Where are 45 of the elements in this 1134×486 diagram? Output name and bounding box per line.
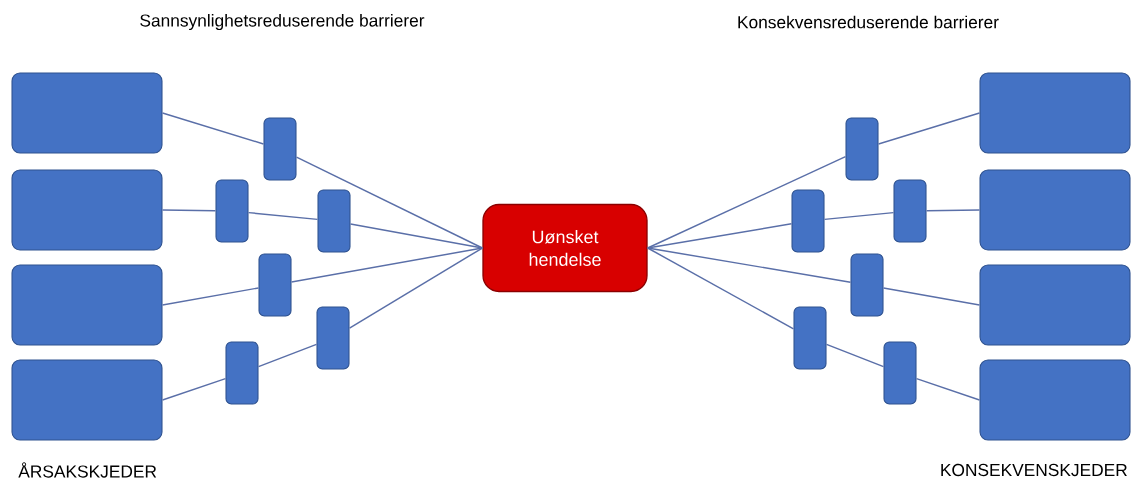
barrier-box [883, 341, 917, 405]
connector-line [825, 343, 885, 368]
connector-line [823, 211, 895, 221]
connector-line [646, 247, 795, 330]
connector-line [247, 211, 319, 221]
barrier-box [793, 306, 827, 370]
connector-line [646, 247, 852, 283]
event-box: Uønsket hendelse [482, 203, 648, 293]
barrier-box [317, 189, 351, 253]
connector-line [161, 209, 217, 212]
cause-box [11, 169, 163, 251]
connector-line [646, 155, 847, 249]
cause-box [11, 72, 163, 154]
connector-line [161, 112, 265, 145]
barrier-box [850, 253, 884, 317]
barrier-box [258, 253, 292, 317]
barrier-box [845, 117, 879, 181]
barrier-box [791, 189, 825, 253]
connector-line [349, 223, 484, 249]
heading: KONSEKVENSKJEDER [941, 463, 1127, 477]
connector-line [161, 287, 260, 306]
barrier-box [316, 306, 350, 370]
heading: ÅRSAKSKJEDER [18, 462, 157, 478]
consequence-box [979, 169, 1131, 251]
barrier-box [263, 117, 297, 181]
connector-line [161, 377, 227, 401]
barrier-box [215, 179, 249, 243]
heading: Konsekvensreduserende barrierer [738, 15, 999, 29]
connector-line [882, 287, 981, 306]
connector-line [348, 247, 484, 329]
consequence-box [979, 359, 1131, 441]
cause-box [11, 264, 163, 346]
connector-line [925, 209, 981, 212]
connector-line [915, 377, 981, 401]
cause-box [11, 359, 163, 441]
barrier-box [225, 341, 259, 405]
connector-line [290, 247, 484, 283]
heading: Sannsynlighetsreduserende barrierer [140, 13, 425, 31]
connector-line [295, 156, 484, 249]
connector-line [257, 343, 318, 368]
barrier-box [893, 179, 927, 243]
connector-line [646, 223, 793, 249]
consequence-box [979, 72, 1131, 154]
connector-line [877, 112, 981, 145]
consequence-box [979, 264, 1131, 346]
